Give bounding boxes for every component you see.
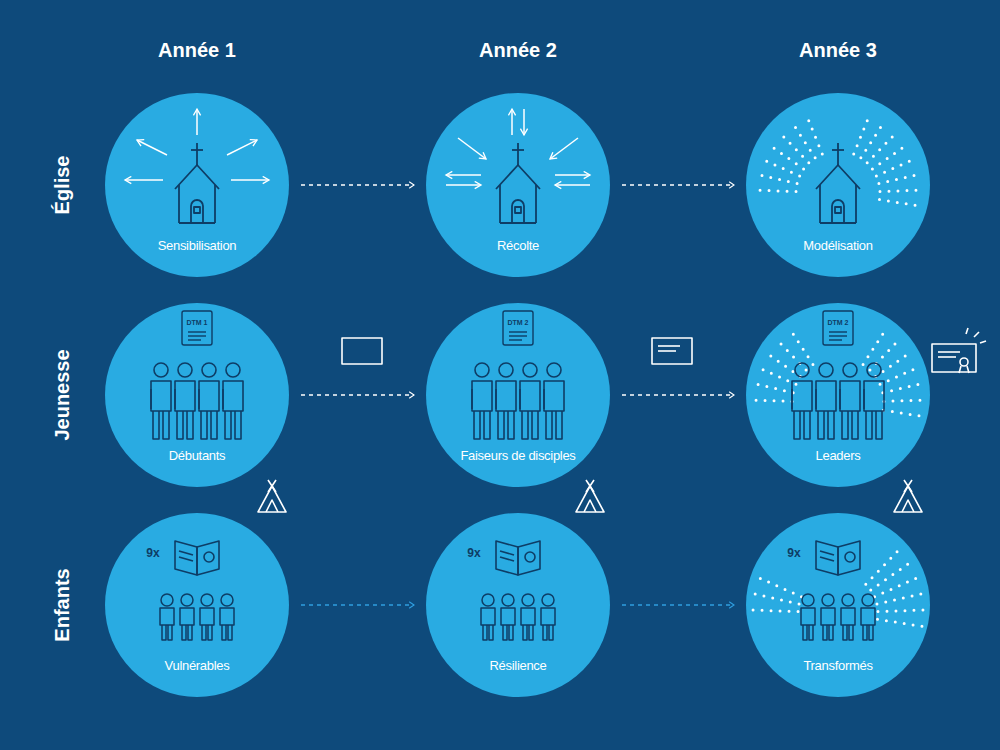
icon xyxy=(446,109,590,185)
icon xyxy=(816,541,860,575)
count-label: 9x xyxy=(787,546,800,560)
row-label: Enfants xyxy=(51,568,74,641)
column-header: Année 3 xyxy=(799,39,877,62)
dashed-arrow xyxy=(622,184,734,186)
icon xyxy=(823,311,853,345)
dashed-arrow xyxy=(301,604,414,606)
icon xyxy=(792,363,884,439)
count-label: 9x xyxy=(467,546,480,560)
row-label: Église xyxy=(51,156,74,215)
icon xyxy=(752,331,924,417)
icon xyxy=(481,594,555,640)
icon xyxy=(472,363,564,439)
row-label: Jeunesse xyxy=(51,349,74,440)
tent-icon xyxy=(258,480,286,512)
dashed-arrow xyxy=(301,394,414,396)
icon xyxy=(175,541,219,575)
icon xyxy=(125,109,269,180)
circle-label: Vulnérables xyxy=(165,658,230,673)
icon xyxy=(816,143,860,223)
icon xyxy=(151,363,243,439)
course-code: DTM 2 xyxy=(508,319,529,326)
dashed-arrow xyxy=(301,184,414,186)
icon xyxy=(496,143,540,223)
stage-circle: 9xRésilience xyxy=(426,513,610,697)
circle-label: Récolte xyxy=(497,238,539,253)
circle-label: Modélisation xyxy=(803,238,872,253)
course-code: DTM 1 xyxy=(187,319,208,326)
circle-label: Débutants xyxy=(169,448,226,463)
stage-circle: DTM 2 Faiseurs de disciples xyxy=(426,303,610,487)
icon xyxy=(503,311,533,345)
circle-label: Transformés xyxy=(803,658,872,673)
circle-label: Faiseurs de disciples xyxy=(460,448,575,463)
icon xyxy=(496,541,540,575)
stage-circle: DTM 1 Débutants xyxy=(105,303,289,487)
circle-label: Résilience xyxy=(490,658,547,673)
tent-icon xyxy=(576,480,604,512)
count-label: 9x xyxy=(146,546,159,560)
icon xyxy=(160,594,234,640)
column-header: Année 1 xyxy=(158,39,236,62)
stage-circle: 9xTransformés xyxy=(746,513,930,697)
stage-circle: Modélisation xyxy=(746,93,930,277)
icon xyxy=(182,311,212,345)
icon xyxy=(175,143,219,223)
circle-label: Leaders xyxy=(816,448,861,463)
column-header: Année 2 xyxy=(479,39,557,62)
stage-circle: Récolte xyxy=(426,93,610,277)
stage-circle: 9xVulnérables xyxy=(105,513,289,697)
icon xyxy=(801,594,875,640)
letter-icon xyxy=(652,338,692,364)
dashed-arrow xyxy=(622,604,734,606)
envelope-icon xyxy=(342,338,382,364)
dashed-arrow xyxy=(622,394,734,396)
course-code: DTM 2 xyxy=(828,319,849,326)
tent-icon xyxy=(894,480,922,512)
stage-circle: DTM 2 Leaders xyxy=(746,303,930,487)
stage-circle: Sensibilisation xyxy=(105,93,289,277)
certificate-icon xyxy=(932,328,986,373)
circle-label: Sensibilisation xyxy=(158,238,237,253)
